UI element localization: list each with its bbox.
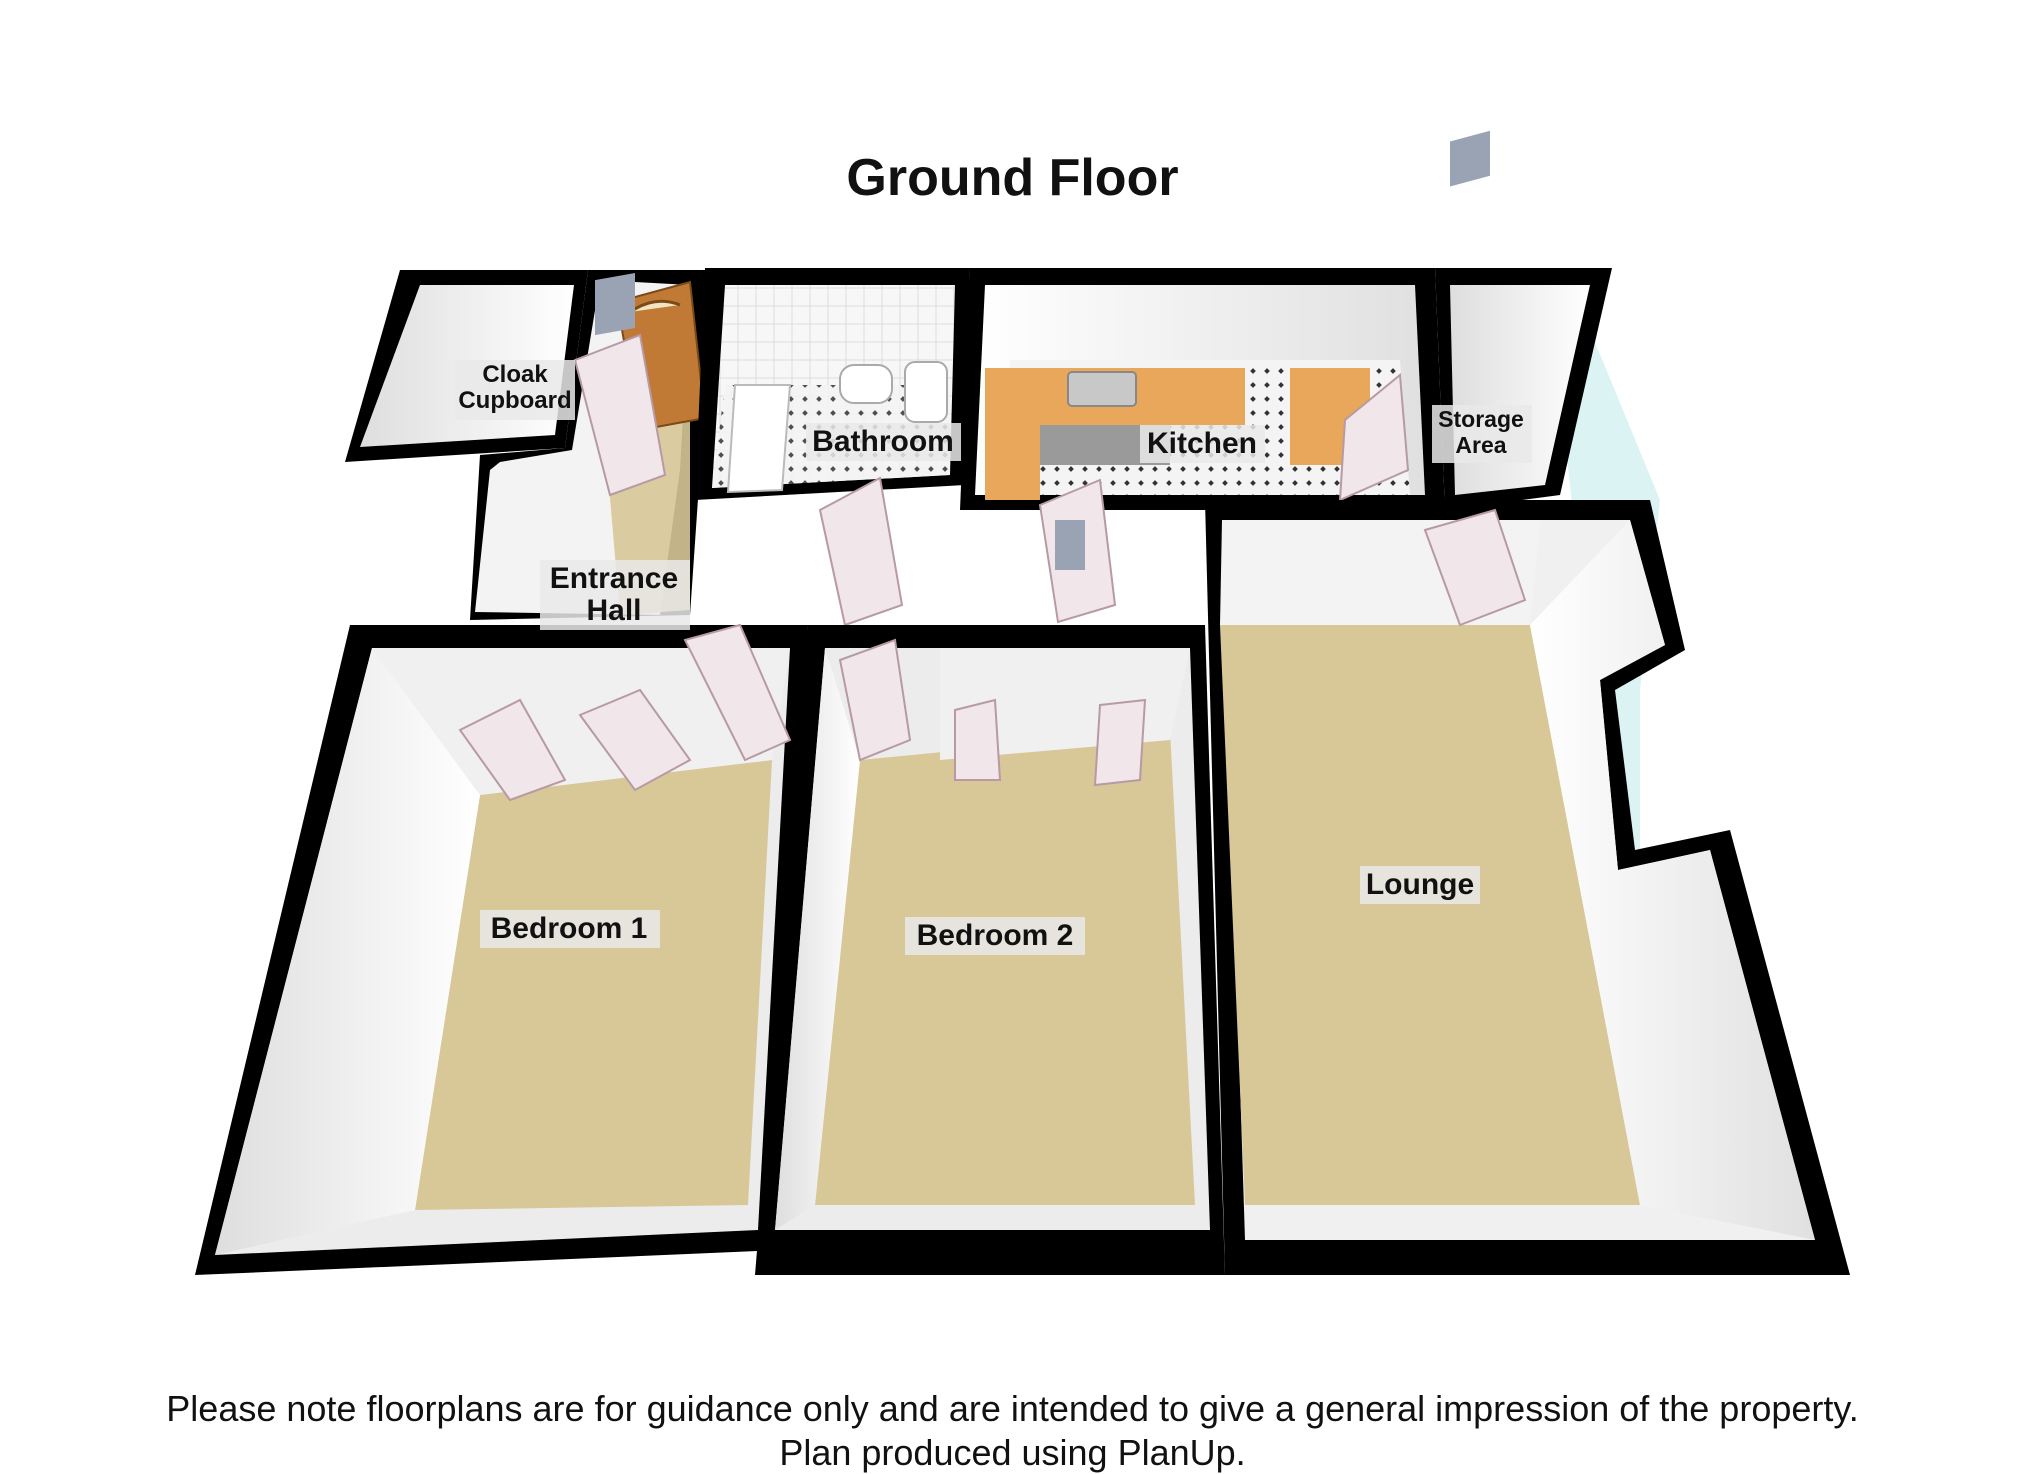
credit-text: Plan produced using PlanUp. xyxy=(779,1432,1246,1473)
wardrobe-door[interactable] xyxy=(1093,698,1147,787)
label-bathroom-text: Bathroom xyxy=(812,425,954,458)
label-lounge-text: Lounge xyxy=(1366,868,1474,901)
label-entrance-hall: Entrance Hall xyxy=(540,560,690,630)
wardrobe-door[interactable] xyxy=(954,698,1002,781)
label-bathroom: Bathroom xyxy=(806,423,961,461)
label-entrance-hall-line1: Entrance xyxy=(550,562,678,595)
label-bedroom2-text: Bedroom 2 xyxy=(917,919,1074,952)
kitchen-storage-door[interactable] xyxy=(1338,373,1410,502)
label-storage-area: Storage Area xyxy=(1432,405,1532,463)
bathroom-door[interactable] xyxy=(818,476,904,627)
entrance-hall xyxy=(470,270,710,620)
kitchen-worktop-side xyxy=(985,425,1040,500)
label-storage-area-line1: Storage xyxy=(1438,406,1524,432)
label-entrance-hall-line2: Hall xyxy=(586,594,641,627)
label-bedroom1-text: Bedroom 1 xyxy=(491,912,648,945)
disclaimer-text: Please note floorplans are for guidance … xyxy=(166,1388,1859,1429)
label-cloak-cupboard-line1: Cloak xyxy=(482,361,548,388)
label-bedroom2: Bedroom 2 xyxy=(905,917,1085,955)
entrance-internal-door[interactable] xyxy=(573,333,667,497)
sink xyxy=(839,364,893,404)
lounge-door[interactable] xyxy=(1423,508,1527,627)
label-cloak-cupboard-line2: Cupboard xyxy=(458,387,571,414)
wardrobe-door[interactable] xyxy=(458,698,567,802)
bedroom2 xyxy=(755,625,1225,1275)
label-kitchen-text: Kitchen xyxy=(1147,427,1257,460)
toilet xyxy=(904,361,948,423)
wardrobe-door[interactable] xyxy=(578,688,692,792)
bedroom1 xyxy=(195,623,808,1275)
label-kitchen: Kitchen xyxy=(1140,425,1265,463)
bedroom2-door[interactable] xyxy=(838,638,912,762)
label-lounge: Lounge xyxy=(1360,866,1480,904)
label-storage-area-line2: Area xyxy=(1455,432,1506,458)
label-cloak-cupboard: Cloak Cupboard xyxy=(455,360,575,420)
kitchen-sink xyxy=(1067,371,1137,407)
plan-title: Ground Floor xyxy=(846,149,1179,207)
lounge xyxy=(1205,130,1850,1275)
label-bedroom1: Bedroom 1 xyxy=(480,910,660,948)
bedroom1-door[interactable] xyxy=(683,623,792,762)
